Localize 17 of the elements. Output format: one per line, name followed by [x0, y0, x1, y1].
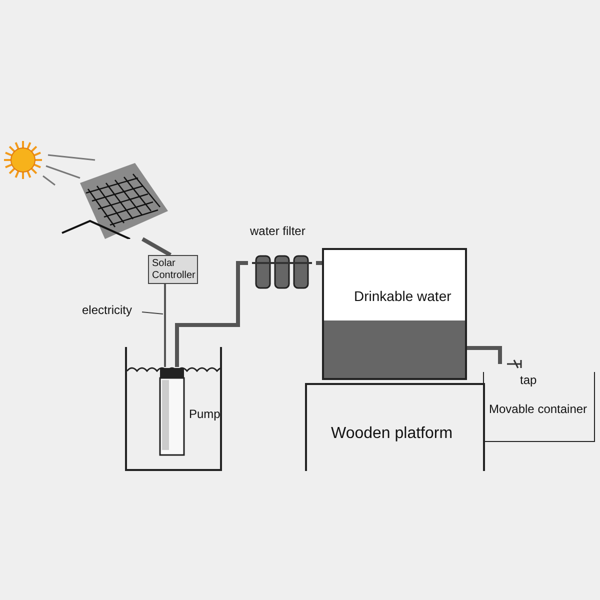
solar-panel-drawing	[60, 163, 170, 239]
cable	[142, 237, 172, 257]
water-pipe	[316, 261, 322, 265]
tank-label: Drinkable water	[354, 288, 452, 304]
tap-label: tap	[520, 373, 537, 387]
water-pipe	[467, 346, 502, 364]
leader-line	[142, 312, 164, 314]
sun-icon	[3, 140, 43, 180]
container-label: Movable container	[489, 402, 588, 416]
cable	[164, 284, 166, 367]
pump-label: Pump	[189, 407, 220, 421]
electricity-label: electricity	[82, 303, 132, 317]
controller-label: Solar Controller	[152, 258, 196, 281]
filter-label: water filter	[250, 224, 306, 238]
platform-label: Wooden platform	[331, 425, 453, 443]
water-well	[125, 347, 222, 471]
water-pipe	[175, 261, 248, 367]
